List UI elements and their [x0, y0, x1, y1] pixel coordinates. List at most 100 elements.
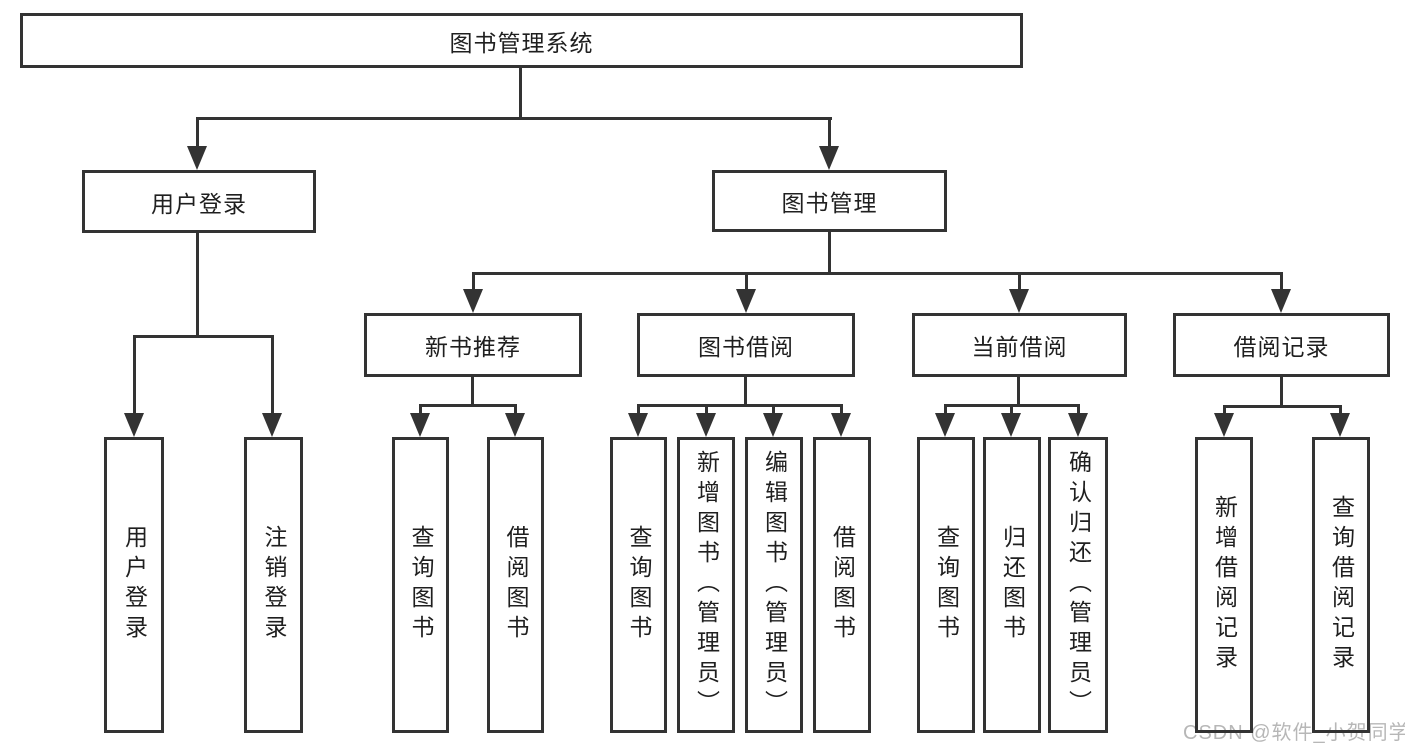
arrow-head: [262, 413, 282, 437]
leaf-current-query: 查询图书: [917, 437, 975, 733]
leaf-bookborrow-add: 新增图书（管理员）: [677, 437, 735, 733]
leaf-bookborrow-borrow-label: 借阅图书: [829, 525, 856, 645]
arrow-down-icon: [1009, 273, 1029, 313]
arrow-head: [696, 413, 716, 437]
arrow-head: [1330, 413, 1350, 437]
arrow-down-icon: [463, 273, 483, 313]
arrow-down-icon: [819, 118, 839, 170]
arrow-shaft: [270, 336, 274, 413]
leaf-bookborrow-borrow: 借阅图书: [813, 437, 871, 733]
arrow-head: [628, 413, 648, 437]
node-new-books-label: 新书推荐: [425, 334, 521, 360]
arrow-shaft: [704, 405, 708, 413]
arrow-head: [1009, 289, 1029, 313]
arrow-shaft: [827, 118, 831, 146]
arrow-shaft: [1338, 405, 1342, 413]
connector-records-stub: [1280, 377, 1283, 407]
arrow-head: [1271, 289, 1291, 313]
arrow-head: [187, 146, 207, 170]
leaf-newbooks-query-label: 查询图书: [408, 525, 434, 645]
node-user-login: 用户登录: [82, 170, 316, 233]
leaf-records-add-label: 新增借阅记录: [1211, 495, 1238, 675]
arrow-down-icon: [1330, 405, 1350, 437]
node-user-login-label: 用户登录: [151, 190, 247, 217]
leaf-bookborrow-edit-label: 编辑图书（管理员）: [761, 450, 788, 720]
arrow-head: [736, 289, 756, 313]
connector-user-branch: [133, 335, 274, 338]
arrow-head: [124, 413, 144, 437]
arrow-shaft: [471, 273, 475, 289]
node-book-borrow-label: 图书借阅: [698, 334, 794, 360]
arrow-down-icon: [410, 405, 430, 437]
leaf-records-query-label: 查询借阅记录: [1328, 495, 1355, 675]
arrow-head: [1214, 413, 1234, 437]
arrow-head: [819, 146, 839, 170]
leaf-current-query-label: 查询图书: [933, 525, 960, 645]
connector-records-branch: [1223, 405, 1342, 408]
arrow-shaft: [839, 405, 843, 413]
arrow-down-icon: [1068, 405, 1088, 437]
arrow-shaft: [1279, 273, 1283, 289]
connector-bookborrow-branch: [637, 404, 843, 407]
connector-root-stub: [519, 68, 522, 120]
arrow-down-icon: [1001, 405, 1021, 437]
connector-currentborrow-stub: [1017, 377, 1020, 406]
leaf-user-login: 用户登录: [104, 437, 164, 733]
leaf-logout-label: 注销登录: [261, 525, 287, 645]
connector-newbooks-stub: [471, 377, 474, 406]
leaf-bookborrow-query-label: 查询图书: [626, 525, 652, 645]
arrow-down-icon: [1271, 273, 1291, 313]
arrow-shaft: [418, 405, 422, 413]
arrow-down-icon: [935, 405, 955, 437]
arrow-shaft: [1017, 273, 1021, 289]
arrow-shaft: [744, 273, 748, 289]
arrow-shaft: [132, 336, 136, 413]
arrow-shaft: [195, 118, 199, 146]
connector-newbooks-branch: [419, 404, 517, 407]
arrow-shaft: [1009, 405, 1013, 413]
connector-bookborrow-stub: [744, 377, 747, 406]
arrow-shaft: [513, 405, 517, 413]
arrow-head: [410, 413, 430, 437]
arrow-down-icon: [831, 405, 851, 437]
connector-user-stub: [196, 233, 199, 338]
arrow-down-icon: [262, 336, 282, 437]
arrow-down-icon: [124, 336, 144, 437]
leaf-newbooks-query: 查询图书: [392, 437, 449, 733]
leaf-newbooks-borrow: 借阅图书: [487, 437, 544, 733]
leaf-current-confirm-label: 确认归还（管理员）: [1065, 450, 1092, 720]
leaf-records-query: 查询借阅记录: [1312, 437, 1370, 733]
arrow-head: [935, 413, 955, 437]
node-book-mgmt: 图书管理: [712, 170, 947, 232]
leaf-bookborrow-add-label: 新增图书（管理员）: [693, 450, 720, 720]
connector-mgmt-branch: [472, 272, 1283, 275]
watermark: CSDN @软件_小贺同学: [1183, 722, 1405, 744]
node-book-borrow: 图书借阅: [637, 313, 855, 377]
node-current-borrow-label: 当前借阅: [971, 334, 1068, 360]
leaf-user-login-label: 用户登录: [121, 525, 148, 645]
leaf-newbooks-borrow-label: 借阅图书: [503, 525, 529, 645]
leaf-logout: 注销登录: [244, 437, 303, 733]
leaf-current-return: 归还图书: [983, 437, 1041, 733]
arrow-shaft: [1222, 405, 1226, 413]
leaf-current-confirm: 确认归还（管理员）: [1048, 437, 1108, 733]
arrow-shaft: [636, 405, 640, 413]
node-book-mgmt-label: 图书管理: [781, 190, 878, 216]
arrow-down-icon: [505, 405, 525, 437]
arrow-down-icon: [763, 405, 783, 437]
arrow-shaft: [943, 405, 947, 413]
leaf-current-return-label: 归还图书: [999, 525, 1026, 645]
node-borrow-records-label: 借阅记录: [1233, 334, 1330, 360]
arrow-shaft: [771, 405, 775, 413]
node-new-books: 新书推荐: [364, 313, 582, 377]
arrow-head: [463, 289, 483, 313]
connector-mgmt-stub: [828, 232, 831, 275]
node-root: 图书管理系统: [20, 13, 1023, 68]
arrow-head: [1068, 413, 1088, 437]
leaf-bookborrow-edit: 编辑图书（管理员）: [745, 437, 803, 733]
leaf-bookborrow-query: 查询图书: [610, 437, 667, 733]
arrow-down-icon: [736, 273, 756, 313]
node-root-label: 图书管理系统: [449, 29, 594, 56]
arrow-head: [1001, 413, 1021, 437]
